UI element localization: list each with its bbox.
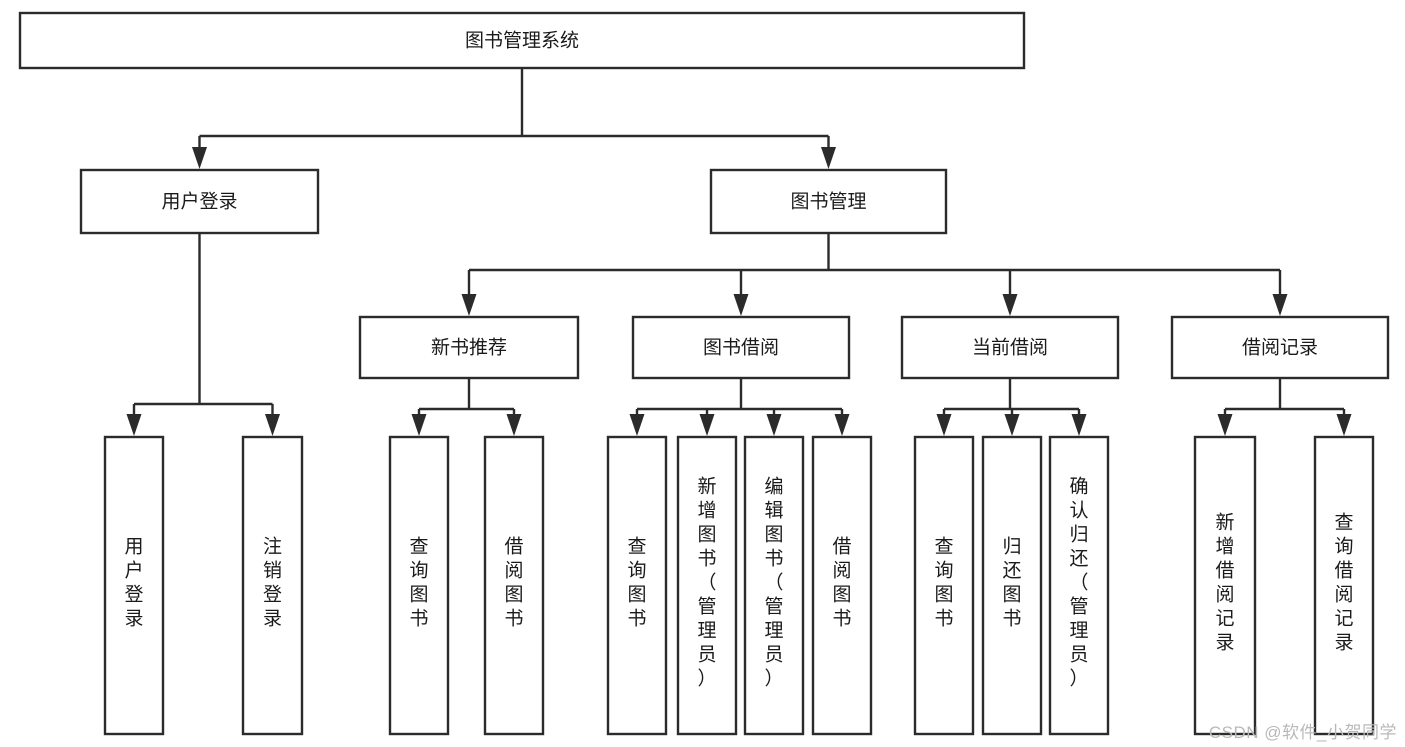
- arrow-head-icon: [1071, 414, 1087, 436]
- node-label: 归还图书: [1002, 536, 1021, 630]
- nodes-layer: 图书管理系统用户登录图书管理新书推荐图书借阅当前借阅借阅记录用户登录注销登录查询…: [18, 11, 1390, 736]
- arrow-head-icon: [265, 414, 280, 436]
- node-book-borrow[interactable]: 图书借阅: [631, 315, 851, 380]
- node-box: [1313, 435, 1375, 736]
- arrow-head-icon: [629, 414, 645, 436]
- node-box: [913, 435, 975, 736]
- arrow-head-icon: [766, 414, 782, 436]
- node-label: 当前借阅: [972, 337, 1048, 359]
- node-borrow-record[interactable]: 借阅记录: [1170, 315, 1390, 380]
- node-leaf-query-record[interactable]: 查询借阅记录: [1313, 435, 1375, 736]
- node-box: [103, 435, 165, 736]
- node-box: [79, 168, 320, 235]
- arrow-head-icon: [1002, 294, 1018, 316]
- node-box: [241, 435, 304, 736]
- node-leaf-edit-book[interactable]: 编辑图书（管理员）: [743, 435, 805, 736]
- node-box: [811, 435, 873, 736]
- node-label: 图书管理: [790, 191, 866, 213]
- node-box: [631, 315, 851, 380]
- node-box: [1048, 435, 1110, 736]
- arrow-head-icon: [461, 294, 477, 316]
- arrow-head-icon: [699, 414, 715, 436]
- node-leaf-query-book-2[interactable]: 查询图书: [606, 435, 668, 736]
- node-box: [981, 435, 1043, 736]
- node-label: 查询图书: [627, 536, 646, 630]
- arrow-head-icon: [1336, 414, 1352, 436]
- node-box: [676, 435, 738, 736]
- node-box: [606, 435, 668, 736]
- node-leaf-borrow-book-2[interactable]: 借阅图书: [811, 435, 873, 736]
- node-leaf-return-book[interactable]: 归还图书: [981, 435, 1043, 736]
- node-label: 用户登录: [161, 191, 237, 213]
- node-label: 注销登录: [263, 536, 282, 630]
- node-current-borrow[interactable]: 当前借阅: [900, 315, 1120, 380]
- node-label: 借阅图书: [504, 536, 523, 630]
- arrow-head-icon: [126, 414, 142, 436]
- arrow-head-icon: [411, 414, 427, 436]
- node-label: 图书借阅: [703, 337, 779, 359]
- node-box: [709, 168, 948, 235]
- node-label: 图书管理系统: [465, 30, 579, 52]
- node-box: [18, 11, 1026, 70]
- arrow-head-icon: [936, 414, 952, 436]
- node-label: 编辑图书（管理员）: [764, 476, 783, 690]
- node-leaf-borrow-book-1[interactable]: 借阅图书: [483, 435, 545, 736]
- arrow-head-icon: [834, 414, 850, 436]
- node-user-login[interactable]: 用户登录: [79, 168, 320, 235]
- edges-layer: [126, 68, 1352, 436]
- node-label: 查询图书: [934, 536, 953, 630]
- node-box: [743, 435, 805, 736]
- arrow-head-icon: [192, 147, 207, 169]
- node-leaf-query-book-1[interactable]: 查询图书: [388, 435, 450, 736]
- node-box: [1170, 315, 1390, 380]
- node-new-book-rec[interactable]: 新书推荐: [358, 315, 580, 380]
- arrow-head-icon: [821, 147, 836, 169]
- node-label: 查询借阅记录: [1334, 512, 1353, 654]
- node-leaf-confirm-return[interactable]: 确认归还（管理员）: [1048, 435, 1110, 736]
- node-leaf-query-book-3[interactable]: 查询图书: [913, 435, 975, 736]
- node-label: 新书推荐: [431, 337, 507, 359]
- node-box: [1193, 435, 1257, 736]
- arrow-head-icon: [733, 294, 749, 316]
- node-book-manage[interactable]: 图书管理: [709, 168, 948, 235]
- node-label: 新增图书（管理员）: [697, 476, 716, 690]
- node-root[interactable]: 图书管理系统: [18, 11, 1026, 70]
- node-label: 借阅记录: [1242, 337, 1318, 359]
- node-box: [358, 315, 580, 380]
- node-leaf-logout[interactable]: 注销登录: [241, 435, 304, 736]
- node-label: 借阅图书: [832, 536, 851, 630]
- node-label: 确认归还（管理员）: [1069, 476, 1088, 690]
- node-box: [900, 315, 1120, 380]
- arrow-head-icon: [1004, 414, 1020, 436]
- node-box: [483, 435, 545, 736]
- node-label: 新增借阅记录: [1215, 512, 1234, 654]
- node-label: 用户登录: [124, 537, 143, 630]
- node-leaf-add-book[interactable]: 新增图书（管理员）: [676, 435, 738, 736]
- arrow-head-icon: [1272, 294, 1288, 316]
- node-box: [388, 435, 450, 736]
- node-leaf-add-record[interactable]: 新增借阅记录: [1193, 435, 1257, 736]
- node-label: 查询图书: [409, 536, 428, 630]
- arrow-head-icon: [1217, 414, 1233, 436]
- arrow-head-icon: [506, 414, 522, 436]
- node-leaf-user-login[interactable]: 用户登录: [103, 435, 165, 736]
